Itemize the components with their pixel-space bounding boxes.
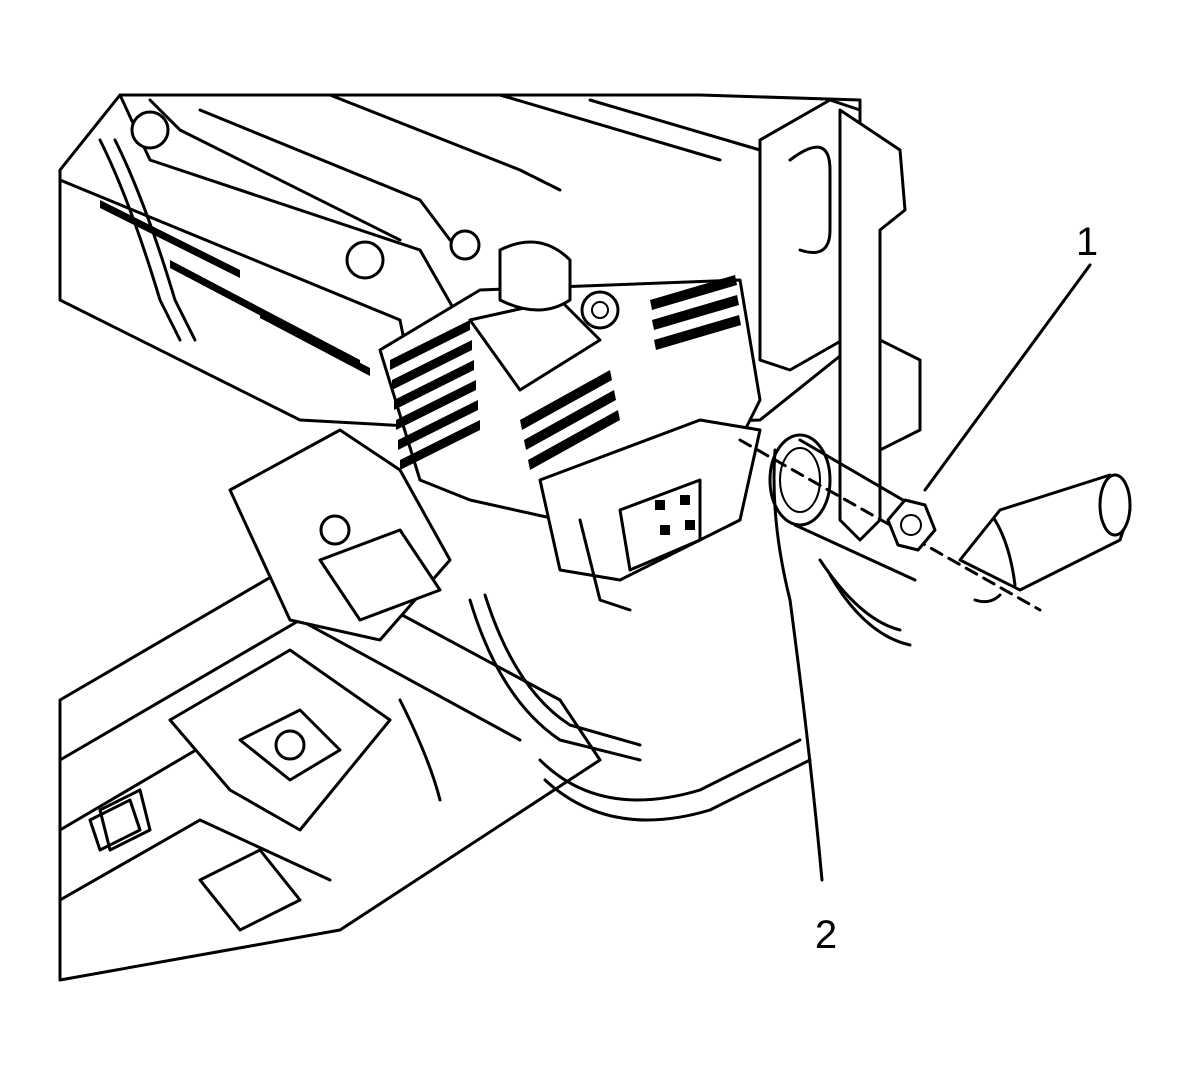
junction-bracket — [98, 428, 452, 852]
callout-1: 1 — [1076, 220, 1098, 264]
leader-line-1 — [923, 263, 1092, 492]
cables — [98, 138, 912, 822]
socket-tool — [958, 473, 1132, 604]
fins-center — [520, 370, 620, 470]
leader-lines — [772, 263, 1092, 882]
callout-2: 2 — [815, 913, 837, 957]
fins-left — [390, 320, 480, 470]
fins-right — [650, 275, 741, 350]
grommet — [768, 433, 922, 582]
leader-line-2 — [772, 448, 824, 882]
nut-and-stud — [738, 438, 1042, 612]
mounting-bracket — [758, 98, 922, 542]
terminal-fuse-block — [378, 229, 762, 612]
